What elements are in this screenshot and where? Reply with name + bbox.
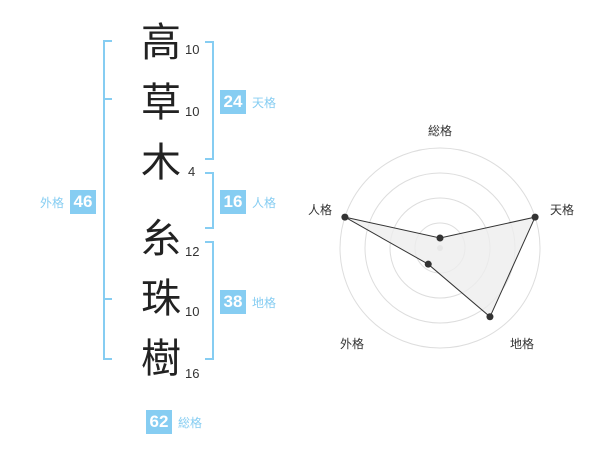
name-char-3: 木	[141, 140, 181, 186]
stroke-count-2: 10	[185, 104, 200, 119]
jinkaku-label: 人格	[252, 195, 277, 210]
tenkaku-label: 天格	[252, 95, 277, 110]
name-char-6: 樹	[141, 336, 181, 382]
radar-point-4	[424, 260, 432, 268]
jinkaku-value: 16	[220, 190, 246, 214]
name-char-2: 草	[141, 80, 181, 126]
radar-point-1	[436, 234, 444, 242]
soukaku-label: 総格	[178, 415, 203, 430]
gaikaku-value: 46	[70, 190, 97, 214]
radar-label-jinkaku: 人格	[308, 203, 333, 217]
stroke-count-6: 16	[185, 366, 200, 381]
chikaku-value: 38	[220, 290, 246, 314]
chikaku-label: 地格	[252, 295, 277, 310]
gaikaku-badge: 46 外格	[40, 190, 97, 214]
stroke-count-5: 10	[185, 304, 200, 319]
name-char-5: 珠	[141, 276, 181, 322]
radar-label-chikaku: 地格	[510, 337, 535, 351]
tenkaku-bracket	[205, 41, 214, 160]
jinkaku-bracket	[205, 172, 214, 229]
chikaku-badge: 38 地格	[220, 290, 276, 314]
stroke-count-3: 4	[188, 164, 196, 179]
radar-point-3	[486, 313, 494, 321]
radar-label-soukaku: 総格	[428, 124, 453, 138]
bracket-tick	[103, 298, 112, 300]
radar-label-tenkaku: 天格	[550, 203, 575, 217]
tenkaku-value: 24	[220, 90, 246, 114]
radar-label-gaikaku: 外格	[340, 337, 365, 351]
tenkaku-badge: 24 天格	[220, 90, 276, 114]
name-char-1: 高	[141, 20, 181, 66]
jinkaku-badge: 16 人格	[220, 190, 276, 214]
stroke-count-1: 10	[185, 42, 200, 57]
radar-ring	[339, 147, 541, 349]
soukaku-badge: 62 総格	[146, 410, 202, 434]
radar-polygon	[344, 216, 536, 318]
gaikaku-label: 外格	[40, 195, 65, 210]
soukaku-value: 62	[146, 410, 172, 434]
radar-points	[341, 213, 539, 321]
stroke-count-4: 12	[185, 244, 200, 259]
bracket-tick	[103, 98, 112, 100]
radar-point-5	[341, 213, 349, 221]
gaikaku-bracket	[103, 40, 112, 360]
name-char-4: 糸	[141, 216, 181, 262]
chikaku-bracket	[205, 241, 214, 360]
radar-point-2	[531, 213, 539, 221]
